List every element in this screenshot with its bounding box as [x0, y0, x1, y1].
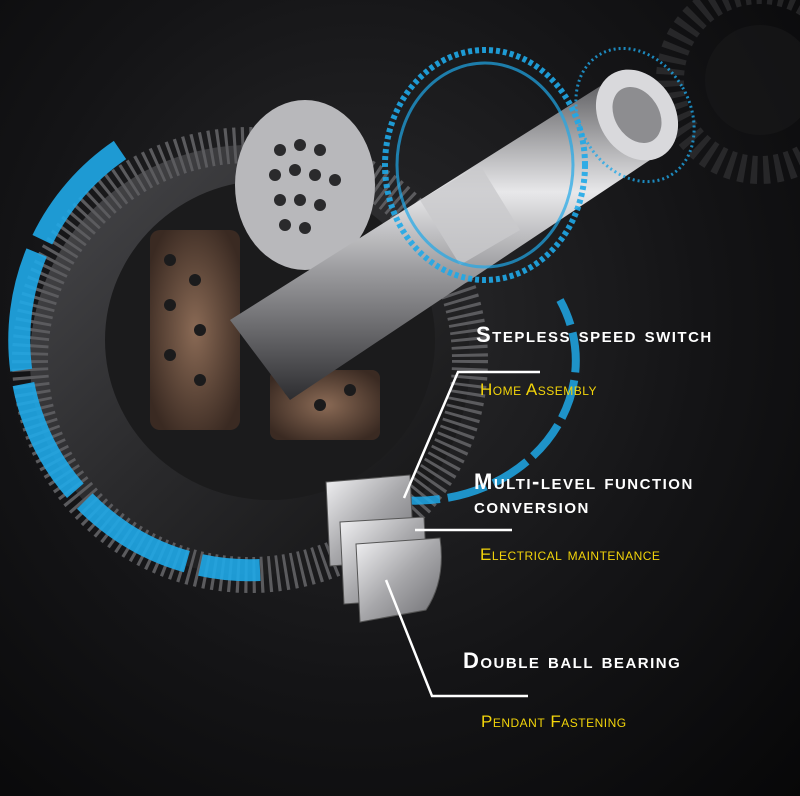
- feature-subtitle-pendant-fastening: Pendant Fastening: [481, 712, 627, 731]
- feature-title-function-conversion: Multi-level function conversion: [474, 470, 694, 518]
- callout-line-speed-switch: [402, 370, 540, 499]
- feature-title-line-2: conversion: [474, 493, 590, 518]
- bearing-plates: [325, 474, 442, 623]
- feature-subtitle-electrical-maintenance: Electrical maintenance: [480, 545, 661, 564]
- feature-title-ball-bearing: Double ball bearing: [463, 648, 682, 673]
- feature-title-line-1: Multi-level function: [474, 469, 694, 494]
- feature-subtitle-home-assembly: Home Assembly: [480, 380, 598, 399]
- rotor-shaft: [230, 69, 679, 400]
- feature-title-speed-switch: Stepless speed switch: [476, 322, 713, 347]
- callout-lines: [384, 370, 540, 698]
- callout-line-ball-bearing: [384, 579, 528, 698]
- perforated-end-cap: [235, 100, 375, 270]
- blue-energy-rings: [8, 46, 696, 582]
- background-gear: [656, 0, 800, 184]
